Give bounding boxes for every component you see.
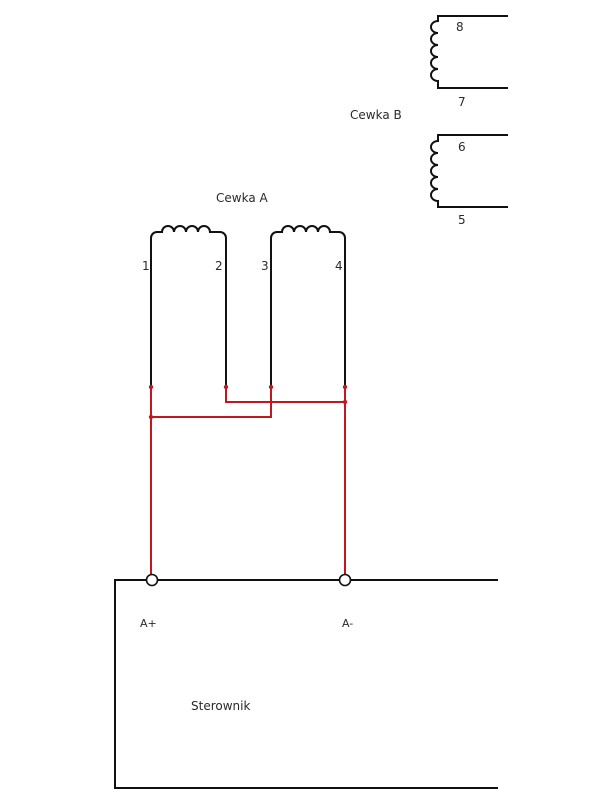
terminal-label-a-plus: A+: [140, 617, 157, 630]
terminal-label-4: 4: [335, 259, 343, 273]
controller-label: Sterownik: [191, 699, 250, 713]
terminal-label-6: 6: [458, 140, 466, 154]
terminal-label-3: 3: [261, 259, 269, 273]
coil-b-upper-winding: [430, 15, 508, 89]
terminal-label-1: 1: [142, 259, 150, 273]
terminal-label-a-minus: A-: [342, 617, 353, 630]
coil-a-winding-2: [270, 225, 346, 387]
jumper-wires: [150, 387, 346, 580]
terminal-label-2: 2: [215, 259, 223, 273]
terminal-label-5: 5: [458, 213, 466, 227]
terminal-label-7: 7: [458, 95, 466, 109]
coil-b-label: Cewka B: [350, 108, 402, 122]
junction-dots: [148, 384, 348, 420]
terminal-a-minus: [338, 573, 352, 587]
terminal-a-plus: [145, 573, 159, 587]
coil-a-winding-1: [150, 225, 227, 387]
coil-b-lower-winding: [430, 134, 508, 208]
coil-a-label: Cewka A: [216, 191, 268, 205]
terminal-label-8: 8: [456, 20, 464, 34]
controller-box: [114, 579, 498, 789]
